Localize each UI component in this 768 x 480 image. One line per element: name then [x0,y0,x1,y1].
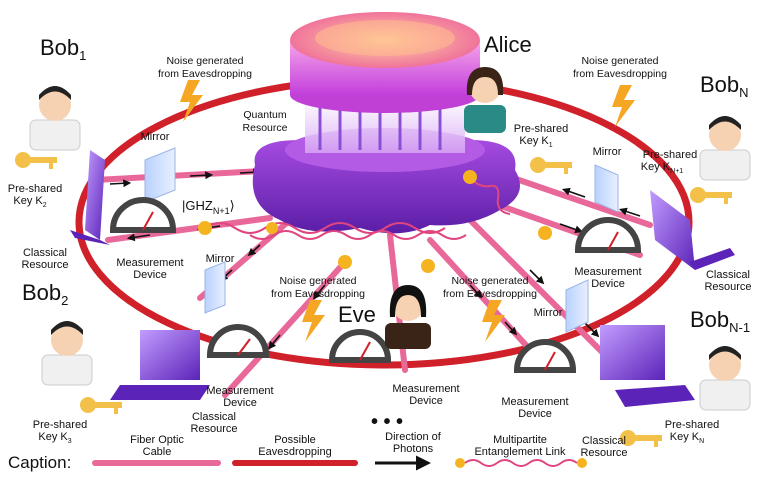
mirror-label-1: Mirror [141,131,170,143]
person-icon [29,67,751,411]
mirror-label-3: Mirror [593,146,622,158]
gauge-icon [109,197,642,373]
entanglement-nodes [198,170,552,273]
key-icon [15,152,732,447]
laptop-icon [70,150,735,407]
mirror-icon [144,147,619,333]
ghz-state-label: |GHZN+1⟩ [182,198,235,216]
mirror-label-2: Mirror [206,253,235,265]
legend-entangle-node-left [455,458,465,468]
bobN-label: BobN [700,72,749,100]
caption-title: Caption: [8,453,71,472]
bob1-label: Bob1 [40,35,86,63]
legend-entangle-swatch [464,459,578,467]
alice-label: Alice [484,32,532,57]
eve-label: Eve [338,302,376,327]
more-parties-ellipsis: • • • [371,411,403,433]
quantum-computer-icon [252,12,520,234]
entanglement-links [204,177,511,240]
mirror-label-4: Mirror [534,307,563,319]
lightning-icon [180,80,635,342]
bob2-label: Bob2 [22,280,68,308]
bobN1-label: BobN-1 [690,307,750,335]
legend-entangle-node-right [577,458,587,468]
